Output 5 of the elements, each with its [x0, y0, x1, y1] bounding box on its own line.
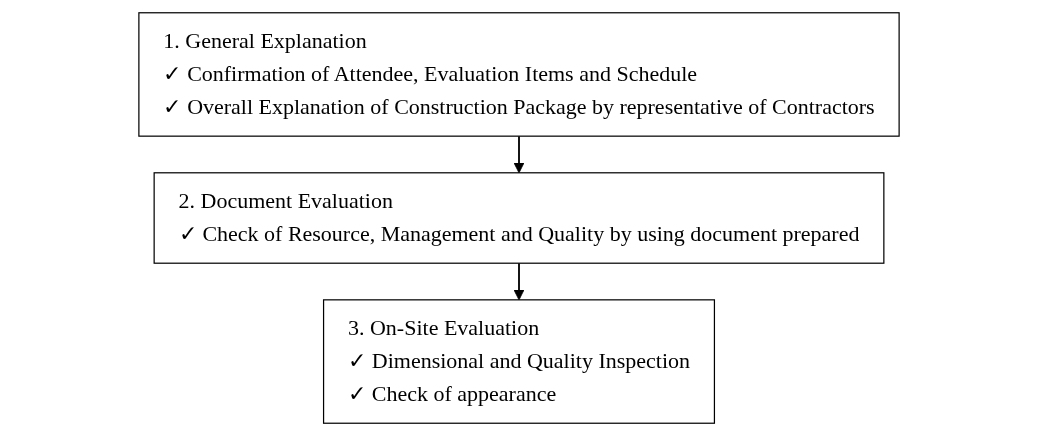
node-box: 3. On-Site Evaluation ✓ Dimensional and Quality Inspection ✓ Check of appearance — [322, 299, 716, 424]
node-box: 2. Document Evaluation ✓ Check of Resource, Management and Quality by using document prepared — [153, 172, 885, 264]
node-box: 1. General Explanation ✓ Confirmation of Attendee, Evaluation Items and Schedule ✓ Overall Explanation of Construction Package by representative of Contractors — [138, 12, 900, 137]
arrow — [513, 135, 525, 174]
arrow — [513, 262, 525, 301]
